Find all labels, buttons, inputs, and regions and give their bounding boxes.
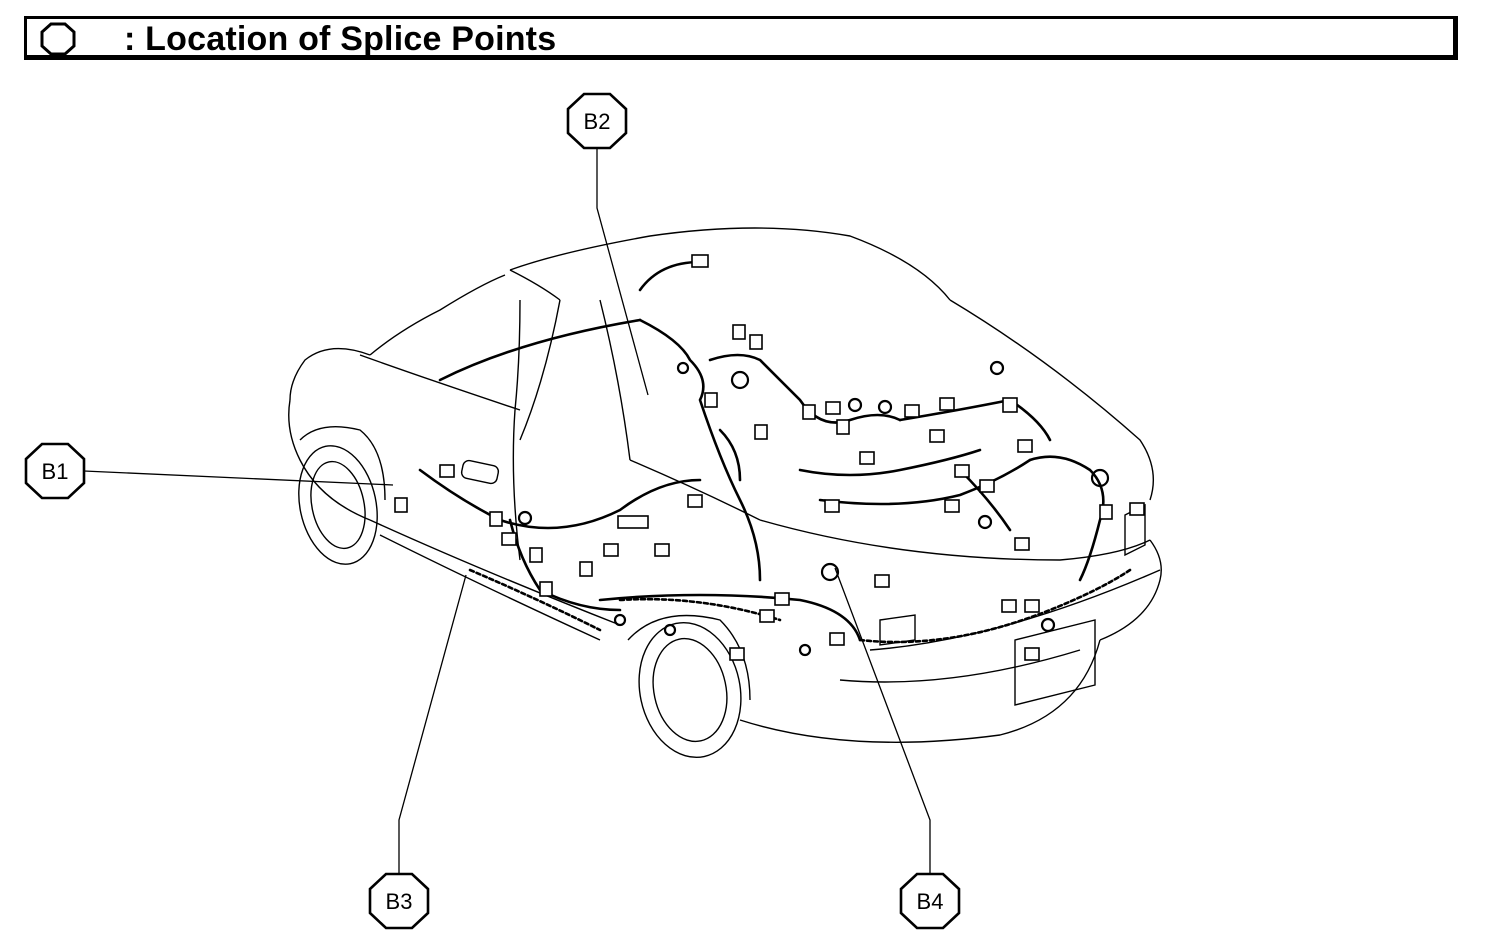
- splice-point-b1: B1: [24, 442, 86, 500]
- splice-label-b4: B4: [917, 889, 944, 914]
- splice-label-b3: B3: [386, 889, 413, 914]
- splice-label-b1: B1: [42, 459, 69, 484]
- octagon-icon: [40, 22, 76, 56]
- splice-label-b2: B2: [584, 109, 611, 134]
- grommets: [517, 360, 1110, 657]
- splice-point-b4: B4: [899, 872, 961, 930]
- car-outline: [288, 227, 1162, 759]
- header-box: : Location of Splice Points: [24, 16, 1458, 60]
- connectors: [394, 254, 1145, 661]
- page-title: : Location of Splice Points: [124, 20, 557, 58]
- leader-lines: [83, 146, 931, 876]
- splice-point-b3: B3: [368, 872, 430, 930]
- splice-point-b2: B2: [566, 92, 628, 150]
